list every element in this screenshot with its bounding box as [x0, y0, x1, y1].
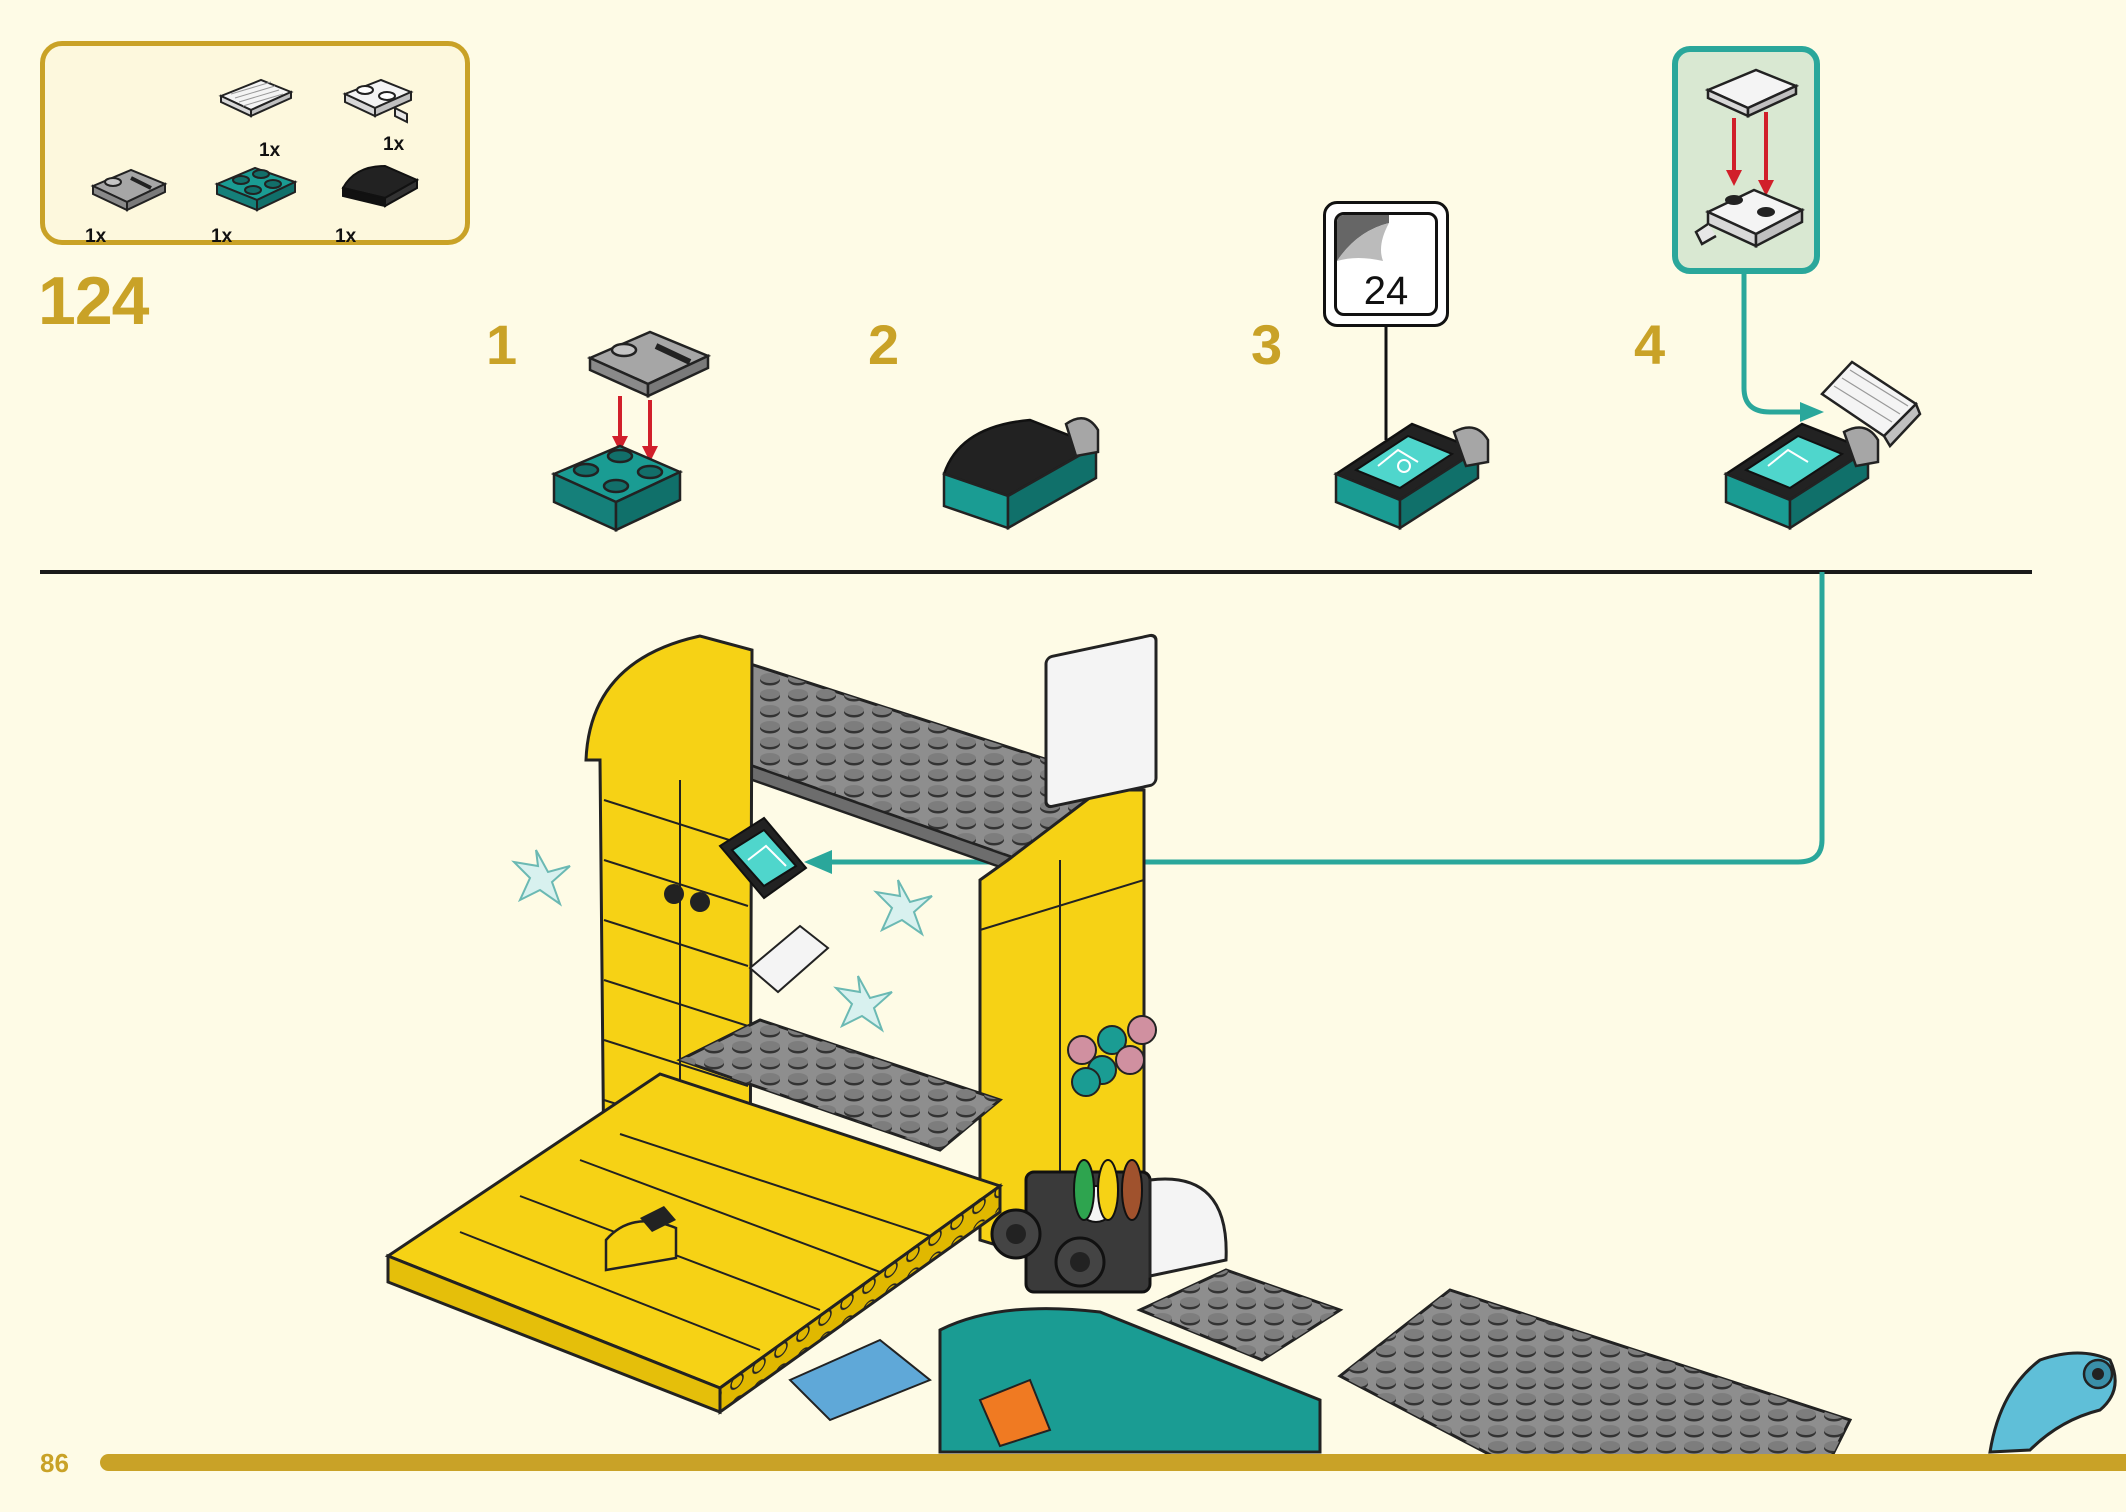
sticker-peel-icon [1337, 215, 1389, 261]
part-curved-slope-black: 1x [335, 152, 445, 247]
substep-number-4: 4 [1634, 313, 1666, 376]
page-number: 86 [40, 1448, 69, 1478]
subassembly-illustration [1694, 68, 1805, 249]
subassembly-callout [1672, 46, 1820, 274]
substep-number-2: 2 [868, 313, 900, 376]
sticker-callout: 24 [1323, 201, 1449, 327]
page-footer-bar [100, 1454, 2126, 1471]
section-divider [40, 570, 2032, 574]
step-number: 124 [38, 263, 149, 339]
part-plate-with-bar-handle: 1x [85, 152, 195, 247]
sticker-frame: 24 [1334, 212, 1438, 316]
part-qty: 1x [335, 226, 357, 247]
part-plate-2x2-teal: 1x [211, 152, 321, 247]
part-plate-with-clip: 1x [335, 60, 445, 155]
substep-number-3: 3 [1251, 313, 1283, 376]
part-qty: 1x [383, 134, 405, 155]
sticker-number: 24 [1363, 269, 1409, 313]
substep-number-1: 1 [486, 313, 518, 376]
parts-list-box: 1x 1x 1x 1x [40, 41, 470, 247]
part-tile-keyboard: 1x [211, 66, 321, 161]
part-qty: 1x [211, 226, 233, 247]
part-qty: 1x [259, 140, 281, 161]
part-qty: 1x [85, 226, 107, 247]
